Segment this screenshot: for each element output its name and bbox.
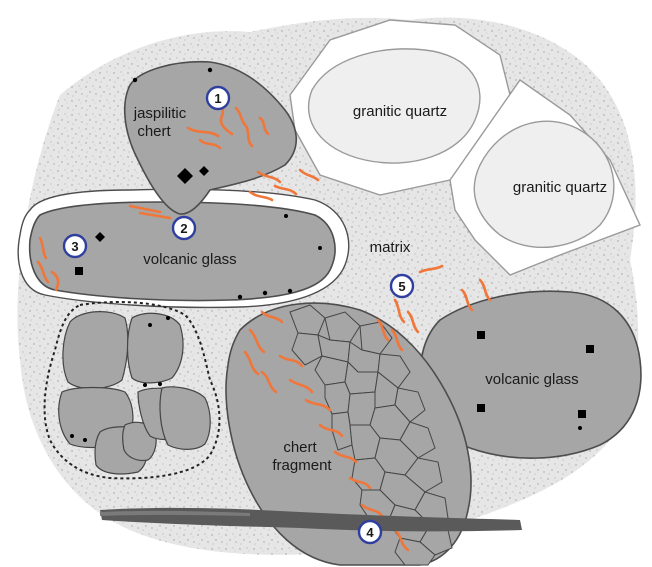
marker-1-label: 1 xyxy=(214,91,221,106)
label-granitic-quartz-top: granitic quartz xyxy=(353,103,447,120)
marker-2: 2 xyxy=(173,217,195,239)
label-chert-fragment-2: fragment xyxy=(272,457,332,474)
marker-4-label: 4 xyxy=(366,525,374,540)
label-matrix: matrix xyxy=(370,239,411,256)
marker-1: 1 xyxy=(207,87,229,109)
marker-4: 4 xyxy=(359,521,381,543)
label-chert: chert xyxy=(137,123,171,140)
marker-2-label: 2 xyxy=(180,221,187,236)
marker-3: 3 xyxy=(64,235,86,257)
label-volcanic-glass-left: volcanic glass xyxy=(143,251,236,268)
label-granitic-quartz-right: granitic quartz xyxy=(513,179,607,196)
marker-3-label: 3 xyxy=(71,239,78,254)
marker-5: 5 xyxy=(391,275,413,297)
label-chert-fragment-1: chert xyxy=(283,439,317,456)
label-volcanic-glass-right: volcanic glass xyxy=(485,371,578,388)
marker-5-label: 5 xyxy=(398,279,405,294)
label-jaspilitic: jaspilitic xyxy=(133,105,187,122)
